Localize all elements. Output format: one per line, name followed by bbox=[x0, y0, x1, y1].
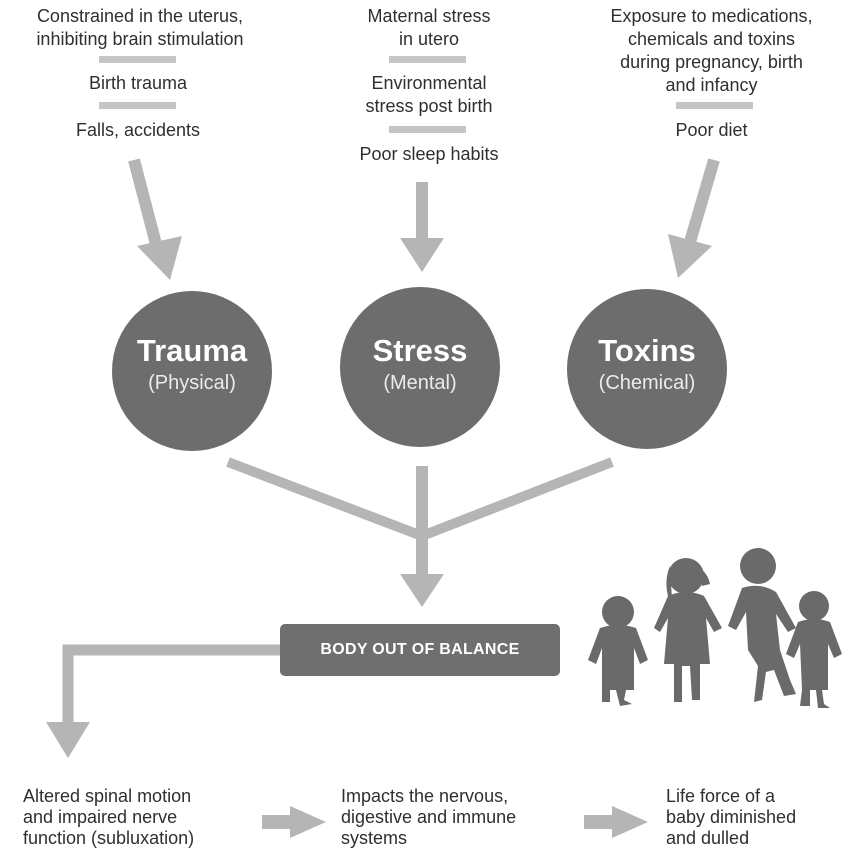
toxins-subtitle: (Chemical) bbox=[598, 372, 696, 394]
trauma-cause-3: Falls, accidents bbox=[75, 120, 201, 140]
divider bbox=[99, 56, 176, 63]
trauma-cause-2: Birth trauma bbox=[88, 73, 188, 93]
body-out-of-balance-box: BODY OUT OF BALANCE bbox=[280, 624, 560, 676]
outcome-arrow-1 bbox=[262, 806, 326, 838]
arrow-to-toxins bbox=[668, 158, 720, 278]
trauma-subtitle: (Physical) bbox=[148, 372, 236, 394]
stress-cause-1: Maternal stress in utero bbox=[367, 6, 491, 49]
stress-circle bbox=[340, 287, 500, 447]
elbow-arrow bbox=[46, 644, 280, 758]
stress-title: Stress bbox=[372, 333, 468, 368]
divider bbox=[389, 56, 466, 63]
trauma-cause-1: Constrained in the uterus, inhibiting br… bbox=[36, 6, 244, 49]
divider bbox=[389, 126, 466, 133]
converging-connector bbox=[226, 457, 614, 607]
toxins-circle bbox=[567, 289, 727, 449]
toxins-cause-1: Exposure to medications, chemicals and t… bbox=[610, 6, 813, 95]
outcome-life-force: Life force of a baby diminished and dull… bbox=[666, 786, 797, 848]
arrow-to-trauma bbox=[128, 158, 182, 280]
outcome-systems: Impacts the nervous, digestive and immun… bbox=[341, 786, 517, 848]
stress-cause-3: Poor sleep habits bbox=[359, 144, 499, 164]
trauma-circle bbox=[112, 291, 272, 451]
outcome-subluxation: Altered spinal motion and impaired nerve… bbox=[23, 786, 195, 848]
toxins-cause-2: Poor diet bbox=[675, 120, 748, 140]
toxins-title: Toxins bbox=[598, 333, 696, 368]
body-out-of-balance-label: BODY OUT OF BALANCE bbox=[320, 641, 520, 658]
divider bbox=[99, 102, 176, 109]
outcome-arrow-2 bbox=[584, 806, 648, 838]
stress-cause-2: Environmental stress post birth bbox=[365, 73, 493, 116]
arrow-to-stress bbox=[400, 182, 444, 272]
trauma-title: Trauma bbox=[136, 333, 248, 368]
children-silhouettes-icon bbox=[588, 548, 842, 708]
divider bbox=[676, 102, 753, 109]
stress-subtitle: (Mental) bbox=[383, 372, 457, 394]
